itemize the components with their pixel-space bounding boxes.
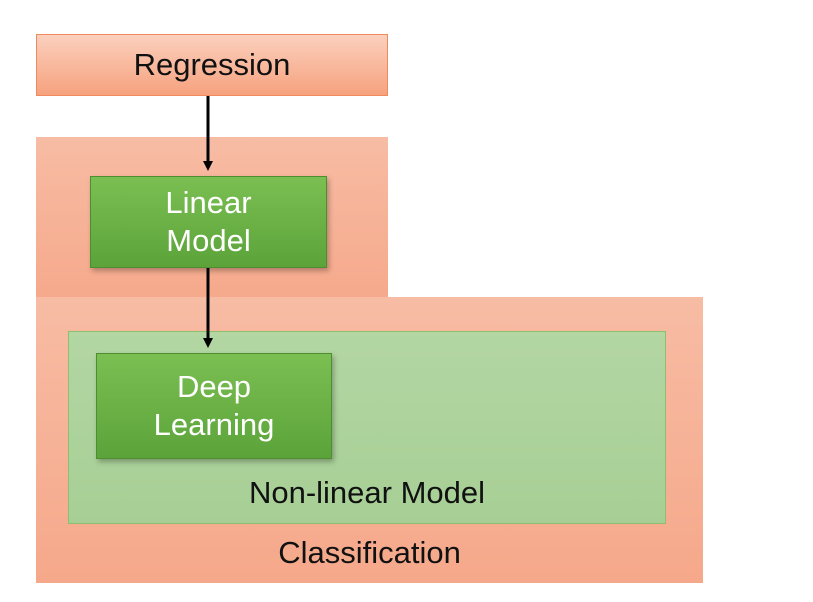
regression-label: Regression [133,47,291,82]
classification-label: Classification [278,535,461,570]
deep-learning-box: Deep Learning [96,353,332,459]
regression-box: Regression [36,34,388,96]
deep-learning-label-line-2: Learning [153,407,275,442]
non-linear-model-label: Non-linear Model [248,475,486,510]
linear-model-box: Linear Model [90,176,327,268]
deep-learning-label-line-1: Deep [176,369,252,404]
linear-model-label-line-1: Linear [165,185,252,220]
linear-model-label-line-2: Model [166,223,251,258]
